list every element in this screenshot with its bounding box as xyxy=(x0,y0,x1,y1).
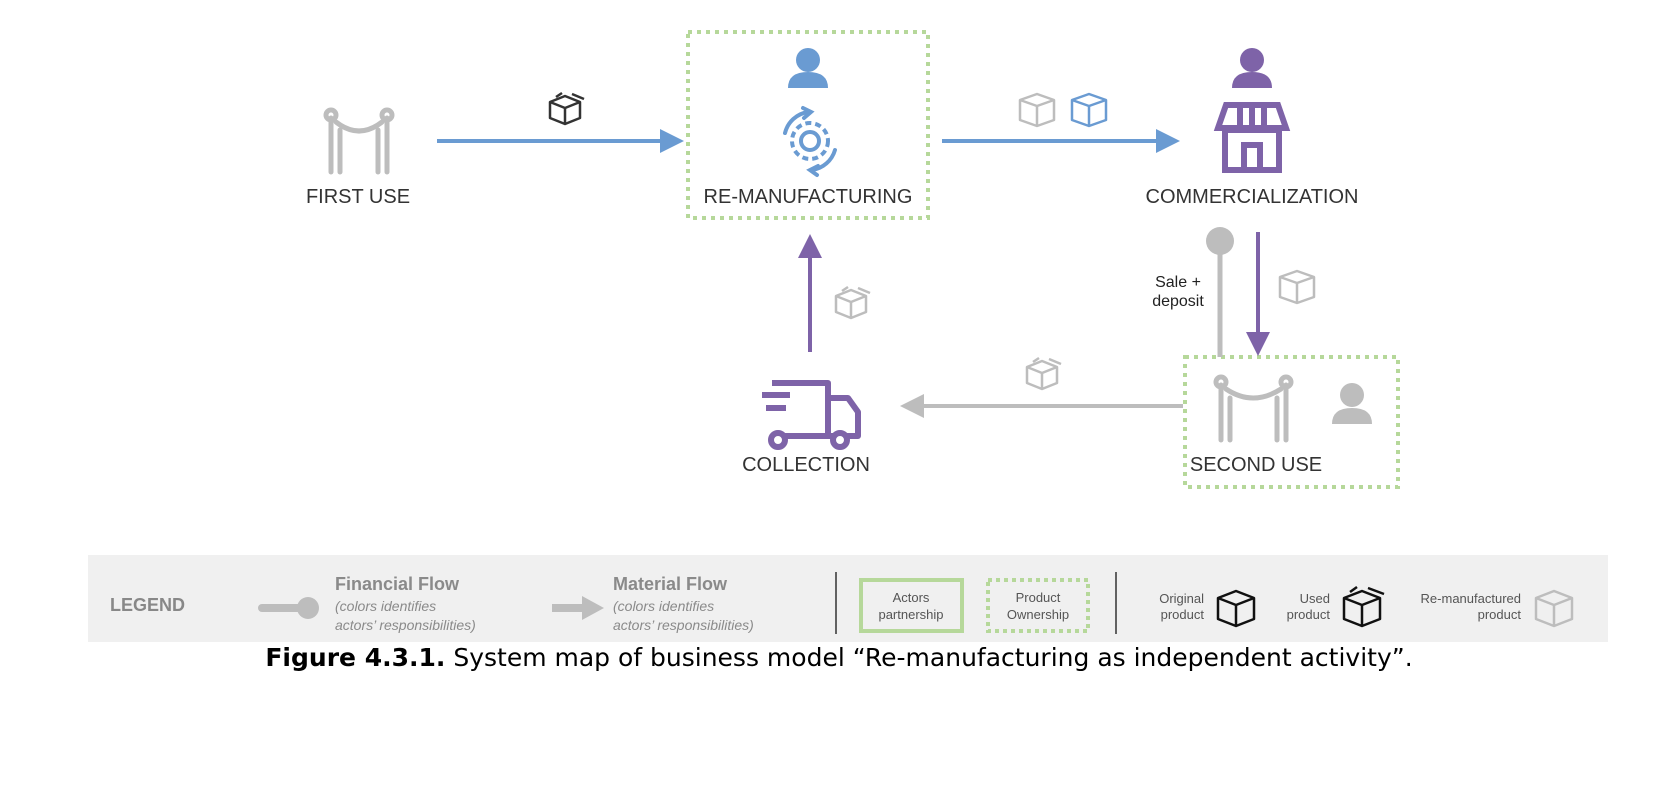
figure-caption-label: Figure 4.3.1. xyxy=(265,643,446,672)
used-product-icon xyxy=(548,91,585,126)
material-flow-reman-to-commercial xyxy=(942,92,1180,153)
original-product-icon xyxy=(1216,589,1256,628)
node-label-commercialization: COMMERCIALIZATION xyxy=(1146,186,1359,208)
remanufactured-product-icon xyxy=(1534,589,1574,628)
node-collection: COLLECTION xyxy=(742,380,870,476)
stanchion-icon xyxy=(323,107,395,175)
used-product-icon xyxy=(1025,356,1062,391)
legend-original-product-line1: Original xyxy=(1159,591,1204,606)
figure-caption: Figure 4.3.1. System map of business mod… xyxy=(0,643,1678,672)
node-label-remanufacturing: RE-MANUFACTURING xyxy=(704,186,913,208)
person-icon xyxy=(1332,383,1372,424)
financial-flow-sale-deposit: Sale + deposit xyxy=(1152,227,1234,357)
truck-icon xyxy=(762,380,861,450)
legend-material-flow: Material Flow (colors identifies actors’… xyxy=(552,574,754,633)
remanufactured-product-icon xyxy=(1278,269,1316,305)
node-label-collection: COLLECTION xyxy=(742,454,870,476)
material-flow-second-use-to-collection xyxy=(900,356,1183,418)
node-second-use: SECOND USE xyxy=(1183,355,1400,489)
legend-original-product-line2: product xyxy=(1161,607,1205,622)
legend-used-product: Used product xyxy=(1287,585,1385,628)
legend-title: LEGEND xyxy=(110,595,185,615)
legend-material-flow-note2: actors’ responsibilities) xyxy=(613,617,754,633)
legend-product-ownership-line1: Product xyxy=(1016,590,1061,605)
legend-original-product: Original product xyxy=(1159,589,1256,628)
legend-product-ownership-line2: Ownership xyxy=(1007,607,1069,622)
legend-product-ownership: Product Ownership xyxy=(986,578,1090,633)
legend-financial-flow-note2: actors’ responsibilities) xyxy=(335,617,476,633)
legend-used-product-line1: Used xyxy=(1300,591,1330,606)
legend-remanufactured-product-line2: product xyxy=(1478,607,1522,622)
gear-cycle-icon xyxy=(783,106,837,177)
legend-used-product-line2: product xyxy=(1287,607,1331,622)
stanchion-icon xyxy=(1213,374,1294,443)
legend-financial-flow: Financial Flow (colors identifies actors… xyxy=(258,574,476,633)
person-icon xyxy=(788,48,828,88)
legend: LEGEND Financial Flow (colors identifies… xyxy=(88,555,1608,642)
legend-financial-flow-note1: (colors identifies xyxy=(335,598,436,614)
material-flow-collection-to-reman xyxy=(798,234,871,352)
legend-actors-partnership-line1: Actors xyxy=(893,590,930,605)
remanufactured-product-icon xyxy=(1018,92,1056,128)
used-product-icon xyxy=(1342,585,1385,628)
node-remanufacturing: RE-MANUFACTURING xyxy=(686,30,930,220)
node-commercialization: COMMERCIALIZATION xyxy=(1146,48,1359,208)
legend-material-flow-label: Material Flow xyxy=(613,574,728,594)
node-label-first-use: FIRST USE xyxy=(306,186,410,208)
legend-actors-partnership: Actors partnership xyxy=(859,578,964,633)
legend-remanufactured-product: Re-manufactured product xyxy=(1421,589,1574,628)
person-icon xyxy=(1232,48,1272,88)
legend-material-flow-note1: (colors identifies xyxy=(613,598,714,614)
material-flow-commercial-to-second-use xyxy=(1246,232,1316,356)
used-product-icon xyxy=(834,285,871,320)
node-label-second-use: SECOND USE xyxy=(1190,454,1322,476)
sale-deposit-label-line1: Sale + xyxy=(1155,274,1201,291)
node-first-use: FIRST USE xyxy=(306,107,410,208)
store-icon xyxy=(1213,102,1291,173)
product-ownership-box xyxy=(1183,355,1400,489)
sale-deposit-label-line2: deposit xyxy=(1152,293,1204,310)
legend-remanufactured-product-line1: Re-manufactured xyxy=(1421,591,1521,606)
legend-financial-flow-label: Financial Flow xyxy=(335,574,460,594)
material-flow-first-to-reman xyxy=(437,91,684,153)
legend-background xyxy=(88,555,1608,642)
original-product-icon xyxy=(1070,92,1108,128)
product-ownership-box xyxy=(686,30,930,220)
figure-caption-text: System map of business model “Re-manufac… xyxy=(445,643,1413,672)
legend-actors-partnership-line2: partnership xyxy=(878,607,943,622)
